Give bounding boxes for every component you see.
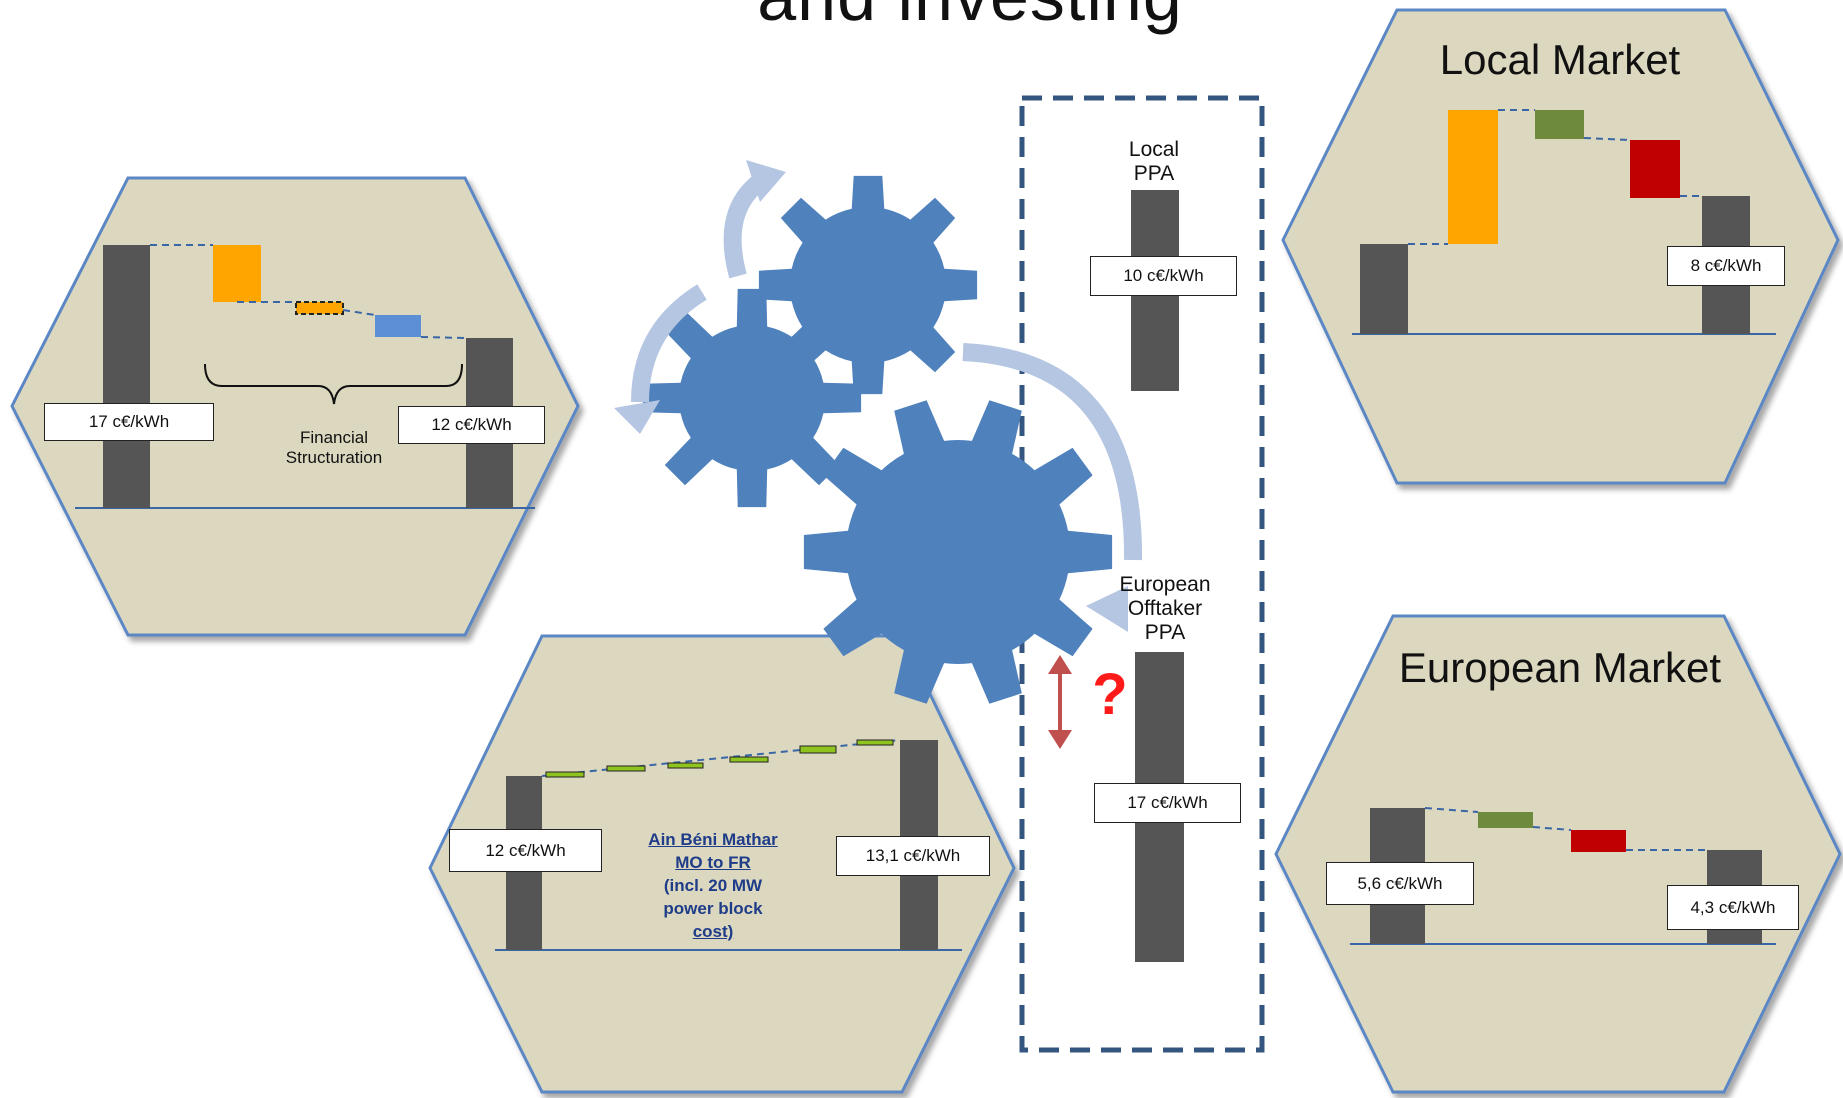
euro-ppa-line1: European <box>1119 573 1211 596</box>
center-line4: power block <box>663 898 763 918</box>
start-bar <box>1360 244 1408 334</box>
red-step <box>1630 140 1680 198</box>
european-ppa-label: 17 c€/kWh <box>1094 783 1241 823</box>
bottom-start-label: 12 c€/kWh <box>449 829 602 872</box>
left-end-label: 12 c€/kWh <box>398 406 545 444</box>
local-ppa-heading: Local PPA <box>1104 138 1204 186</box>
gear-shape <box>803 400 1113 704</box>
european-ppa-heading: European Offtaker PPA <box>1095 573 1235 645</box>
center-line5: cost) <box>692 921 734 941</box>
center-line3: (incl. 20 MW <box>663 875 763 895</box>
bottom-end-label: 13,1 c€/kWh <box>836 836 990 876</box>
euro-ppa-line2: Offtaker <box>1127 597 1203 621</box>
start-bar <box>103 245 150 508</box>
cycle-arrow-icon <box>631 172 1143 561</box>
cycle-arrow-icon <box>614 160 1128 632</box>
orange-dashed-step <box>295 301 344 315</box>
financial-structuration-text: Financial Structuration <box>264 428 404 467</box>
ain-beni-mathar-text: Ain Béni Mathar MO to FR (incl. 20 MW po… <box>628 829 798 944</box>
gear-icon <box>642 288 862 508</box>
question-mark-icon: ? <box>1092 662 1128 727</box>
local-market-title: Local Market <box>1439 36 1681 83</box>
gear-icon <box>803 400 1113 704</box>
orange-step <box>1448 110 1498 244</box>
local-ppa-line1: Local <box>1128 138 1180 161</box>
blue-step <box>375 315 421 337</box>
local-market-hexagon <box>1281 8 1840 485</box>
european-market-start-label: 5,6 c€/kWh <box>1326 862 1474 905</box>
curly-brace <box>204 363 463 405</box>
ain-beni-mathar-link[interactable]: Ain Béni Mathar <box>648 830 778 849</box>
orange-step <box>213 245 261 302</box>
european-market-title: European Market <box>1398 644 1722 691</box>
left-start-label: 17 c€/kWh <box>44 403 214 441</box>
double-arrow-icon <box>1048 655 1072 749</box>
red-step <box>1571 830 1626 852</box>
green-step <box>1478 812 1533 828</box>
local-ppa-line2: PPA <box>1133 162 1175 186</box>
local-market-end-label: 8 c€/kWh <box>1667 246 1785 286</box>
bracket-text-line1: Financial <box>299 428 369 447</box>
bracket-text-line2: Structuration <box>285 447 383 467</box>
page-title: and investing <box>620 0 1320 36</box>
local-ppa-label: 10 c€/kWh <box>1090 256 1237 296</box>
mo-to-fr-link[interactable]: MO to FR <box>675 852 751 872</box>
european-market-end-label: 4,3 c€/kWh <box>1667 885 1799 930</box>
green-step <box>1535 110 1584 139</box>
gear-shape <box>642 288 862 508</box>
euro-ppa-line3: PPA <box>1144 621 1186 645</box>
